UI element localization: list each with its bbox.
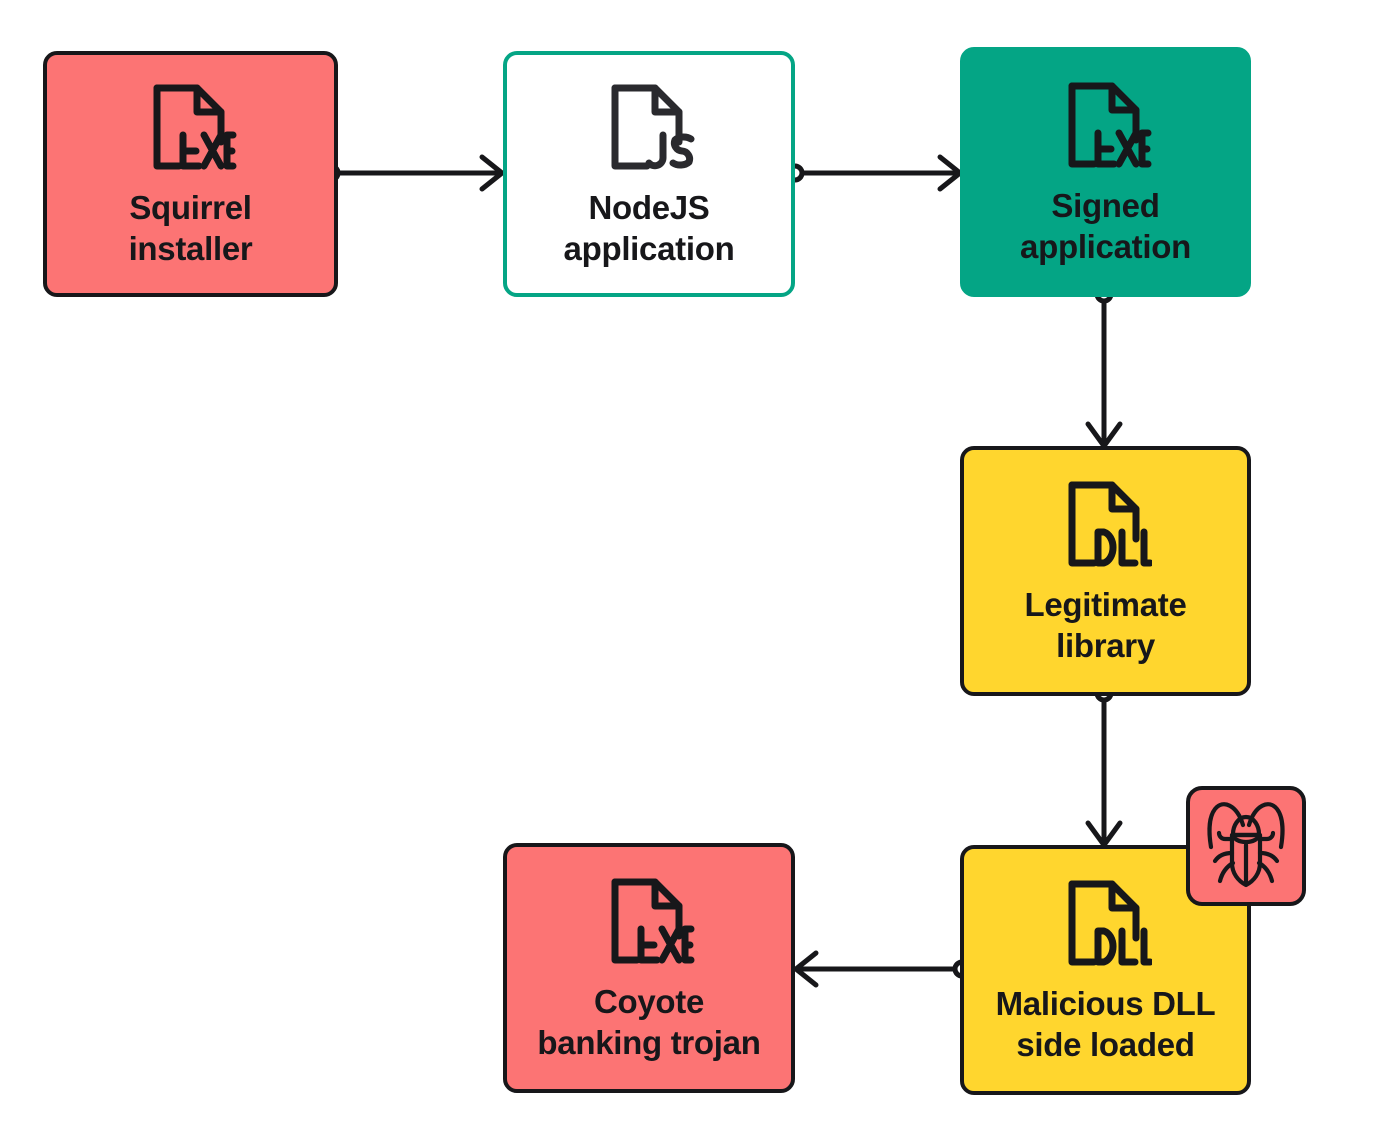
node-nodejs-application[interactable]: NodeJS application	[503, 51, 795, 297]
file-exe-icon	[1060, 77, 1152, 178]
node-legitimate-library[interactable]: Legitimate library	[960, 446, 1251, 696]
node-label: NodeJS application	[563, 188, 735, 267]
file-dll-icon	[1060, 476, 1153, 577]
node-label: Signed application	[1020, 186, 1191, 265]
node-label: Legitimate library	[1024, 585, 1187, 664]
node-label: Squirrel installer	[128, 188, 253, 267]
node-label: Coyote banking trojan	[537, 982, 761, 1061]
bug-badge[interactable]	[1186, 786, 1306, 906]
edge-malicious-to-coyote	[793, 950, 972, 988]
bug-icon	[1199, 797, 1293, 896]
edge-squirrel-to-nodejs	[321, 154, 505, 192]
edge-nodejs-to-signed	[785, 154, 963, 192]
node-coyote-banking-trojan[interactable]: Coyote banking trojan	[503, 843, 795, 1093]
node-label: Malicious DLL side loaded	[995, 984, 1216, 1063]
node-signed-application[interactable]: Signed application	[960, 47, 1251, 297]
edge-legit-to-malicious	[1085, 683, 1123, 848]
file-dll-icon	[1060, 875, 1153, 976]
file-exe-icon	[145, 79, 237, 180]
file-exe-icon	[603, 873, 695, 974]
file-js-icon	[603, 79, 695, 180]
node-squirrel-installer[interactable]: Squirrel installer	[43, 51, 338, 297]
edge-signed-to-legit	[1085, 284, 1123, 449]
